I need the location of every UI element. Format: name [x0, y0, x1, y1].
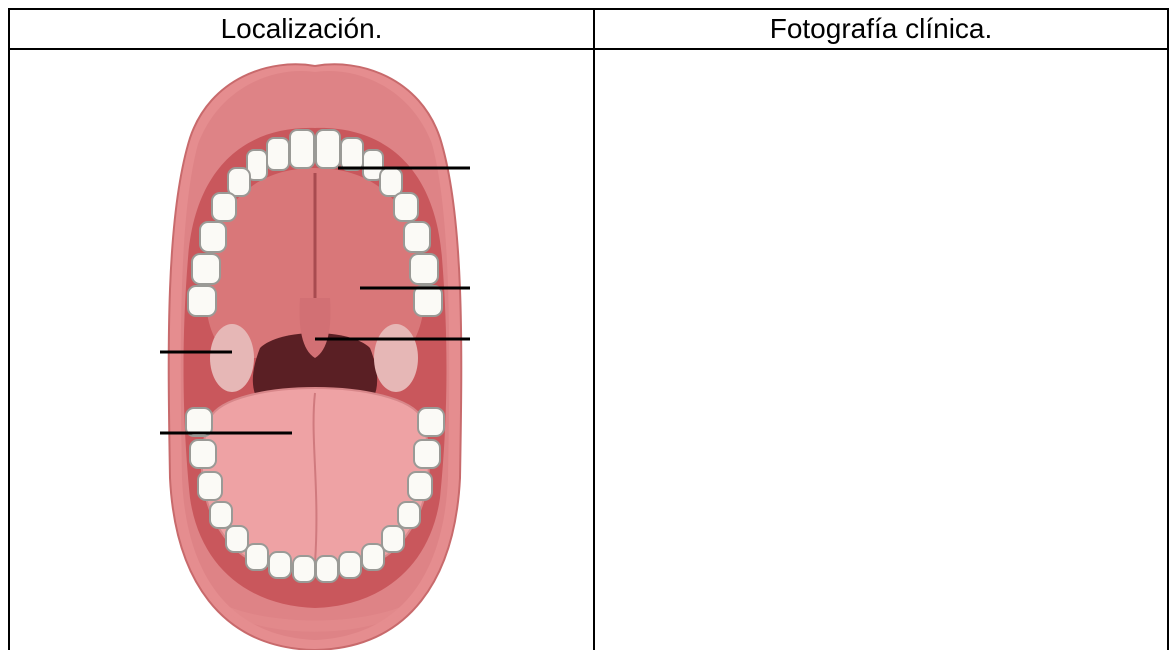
cell-fotografia-clinica: [595, 50, 1167, 650]
table-border-right: [1167, 8, 1169, 650]
table-border-left: [8, 8, 10, 650]
right-tonsil: [374, 324, 418, 392]
mouth-anatomy-illustration: [150, 58, 480, 650]
header-fotografia-clinica: Fotografía clínica.: [595, 9, 1167, 49]
left-tonsil: [210, 324, 254, 392]
header-localizacion: Localización.: [10, 9, 593, 49]
